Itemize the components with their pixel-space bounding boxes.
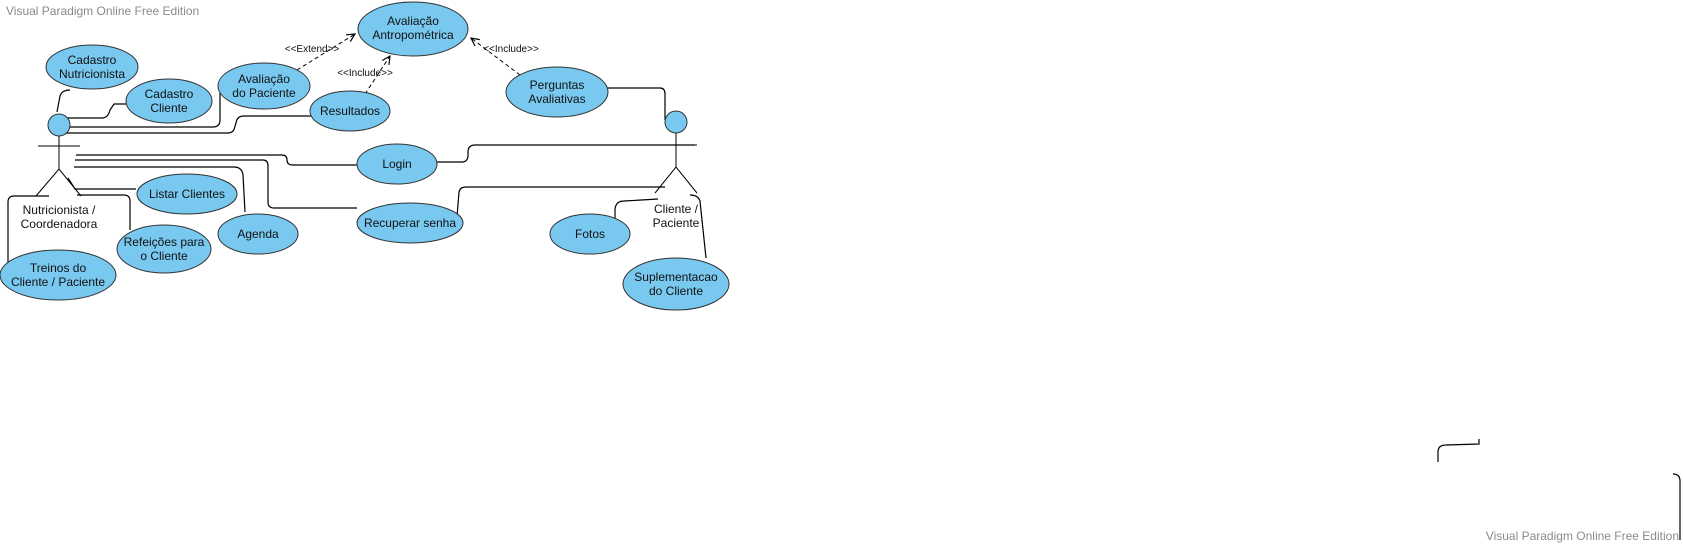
use-case-label: Avaliativas bbox=[528, 92, 585, 106]
assoc-recuperar-cliente bbox=[456, 186, 665, 218]
use-case-label: Resultados bbox=[320, 104, 380, 118]
use-case-refeicoes[interactable]: Refeições para o Cliente bbox=[116, 224, 212, 274]
actor-nutricionista-label-1: Nutricionista / bbox=[23, 203, 96, 217]
assoc-refeicoes bbox=[77, 194, 131, 230]
dependencies: <<Extend>> <<Include>> <<Include>> bbox=[285, 34, 539, 95]
include-label-resultados: <<Include>> bbox=[337, 68, 393, 79]
use-case-label: Perguntas bbox=[530, 78, 585, 92]
use-case-label: Avaliação bbox=[238, 72, 290, 86]
assoc-avaliacao-paciente bbox=[65, 93, 221, 128]
assoc-perguntas bbox=[607, 87, 666, 120]
stray-connector-2 bbox=[1672, 473, 1681, 540]
use-case-label: Recuperar senha bbox=[364, 216, 456, 230]
include-resultados-arrow bbox=[364, 56, 390, 95]
extend-arrow bbox=[296, 34, 355, 71]
actor-nutricionista-label-2: Coordenadora bbox=[21, 217, 98, 231]
assoc-cadastro-nutricionista bbox=[56, 89, 71, 113]
use-case-cadastro-nutricionista[interactable]: Cadastro Nutricionista bbox=[45, 44, 139, 90]
use-case-label: Cadastro bbox=[145, 87, 194, 101]
use-case-label: Nutricionista bbox=[59, 67, 125, 81]
assoc-suplementacao bbox=[689, 194, 707, 259]
assoc-agenda bbox=[74, 166, 246, 213]
assoc-login-left bbox=[76, 154, 357, 166]
actor-nutricionista[interactable]: Nutricionista / Coordenadora bbox=[21, 113, 98, 231]
use-case-label: Cliente bbox=[150, 101, 188, 115]
use-case-agenda[interactable]: Agenda bbox=[217, 213, 299, 255]
use-case-perguntas-avaliativas[interactable]: Perguntas Avaliativas bbox=[505, 66, 609, 118]
use-case-label: Antropométrica bbox=[372, 28, 454, 42]
use-case-resultados[interactable]: Resultados bbox=[309, 90, 391, 132]
actor-nutricionista-head bbox=[47, 113, 71, 137]
assoc-listar-clientes bbox=[67, 177, 136, 190]
use-case-label: Listar Clientes bbox=[149, 187, 225, 201]
use-case-label: o Cliente bbox=[140, 249, 188, 263]
use-case-label: Avaliação bbox=[387, 14, 439, 28]
use-case-recuperar-senha[interactable]: Recuperar senha bbox=[356, 202, 464, 244]
use-case-label: Cliente / Paciente bbox=[11, 275, 105, 289]
assoc-resultados bbox=[65, 115, 311, 134]
actor-cliente-head bbox=[664, 110, 688, 134]
use-case-listar-clientes[interactable]: Listar Clientes bbox=[136, 173, 238, 215]
actor-cliente-legs bbox=[654, 166, 698, 194]
include-perguntas-arrow bbox=[471, 38, 521, 76]
use-case-label: do Cliente bbox=[649, 284, 703, 298]
actor-nutricionista-legs bbox=[35, 168, 82, 197]
use-case-treinos[interactable]: Treinos do Cliente / Paciente bbox=[0, 249, 117, 301]
use-case-login[interactable]: Login bbox=[356, 143, 438, 185]
use-case-fotos[interactable]: Fotos bbox=[549, 213, 631, 255]
use-case-label: Login bbox=[382, 157, 411, 171]
use-case-label: do Paciente bbox=[232, 86, 296, 100]
extend-label: <<Extend>> bbox=[285, 44, 340, 55]
use-case-suplementacao[interactable]: Suplementacao do Cliente bbox=[622, 257, 730, 311]
associations-cliente bbox=[437, 87, 707, 259]
assoc-fotos bbox=[614, 198, 659, 222]
use-case-label: Treinos do bbox=[30, 261, 87, 275]
use-case-label: Cadastro bbox=[68, 53, 117, 67]
use-case-label: Agenda bbox=[237, 227, 279, 241]
use-case-avaliacao-antropometrica[interactable]: Avaliação Antropométrica bbox=[357, 1, 469, 57]
assoc-login-right bbox=[437, 144, 695, 163]
use-case-label: Suplementacao bbox=[634, 270, 718, 284]
associations bbox=[7, 89, 357, 263]
use-case-label: Refeições para bbox=[124, 235, 205, 249]
actor-cliente-label-2: Paciente bbox=[653, 216, 700, 230]
stray-connector-1 bbox=[1437, 439, 1480, 462]
actor-cliente[interactable]: Cliente / Paciente bbox=[653, 110, 700, 230]
watermark-bottom: Visual Paradigm Online Free Edition bbox=[1485, 529, 1679, 543]
assoc-recuperar-senha bbox=[75, 159, 357, 209]
actor-cliente-label-1: Cliente / bbox=[654, 202, 699, 216]
use-case-cadastro-cliente[interactable]: Cadastro Cliente bbox=[125, 78, 213, 124]
watermark-top: Visual Paradigm Online Free Edition bbox=[6, 4, 200, 18]
use-case-avaliacao-paciente[interactable]: Avaliação do Paciente bbox=[217, 62, 311, 110]
assoc-cadastro-cliente bbox=[65, 103, 126, 119]
use-case-label: Fotos bbox=[575, 227, 605, 241]
include-label-perguntas: <<Include>> bbox=[483, 44, 539, 55]
assoc-treinos bbox=[7, 195, 49, 263]
